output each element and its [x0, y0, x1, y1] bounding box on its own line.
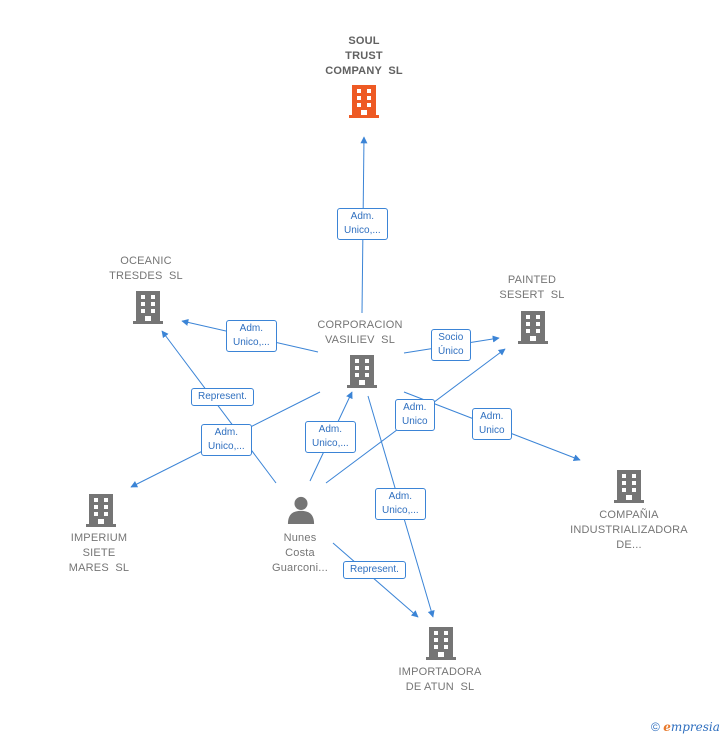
building-icon-soul[interactable]	[349, 85, 379, 118]
node-label-soul[interactable]: SOUL TRUST COMPANY SL	[325, 35, 403, 77]
relation-label-corp-to-oceanic[interactable]: Adm. Unico,...	[226, 320, 277, 352]
relation-label-person-to-importadora[interactable]: Represent.	[343, 561, 406, 579]
relation-label-person-to-painted[interactable]: Adm. Unico	[395, 399, 435, 431]
node-label-painted[interactable]: PAINTED SESERT SL	[499, 274, 565, 301]
building-icon-corp[interactable]	[347, 355, 377, 388]
node-label-corp[interactable]: CORPORACION VASILIEV SL	[317, 319, 403, 346]
brand-logo[interactable]: empresia	[663, 720, 720, 734]
edge-person-to-oceanic	[161, 330, 277, 484]
relation-label-corp-to-painted[interactable]: Socio Único	[431, 329, 471, 361]
building-icon-compania[interactable]	[614, 470, 644, 503]
building-icon-oceanic[interactable]	[133, 291, 163, 324]
person-icon-person[interactable]	[287, 496, 315, 524]
building-icon-painted[interactable]	[518, 311, 548, 344]
node-label-compania[interactable]: COMPAÑIA INDUSTRIALIZADORA DE...	[570, 509, 688, 551]
node-label-importadora[interactable]: IMPORTADORA DE ATUN SL	[398, 666, 482, 693]
building-icon-importadora[interactable]	[426, 627, 456, 660]
relation-label-corp-to-importadora[interactable]: Adm. Unico,...	[375, 488, 426, 520]
node-label-imperium[interactable]: IMPERIUM SIETE MARES SL	[68, 532, 130, 574]
edge-person-to-importadora	[332, 542, 419, 618]
relation-label-corp-to-soul[interactable]: Adm. Unico,...	[337, 208, 388, 240]
copyright-icon: ©	[651, 720, 660, 734]
footer-brand: © empresia	[651, 720, 720, 734]
relation-label-corp-to-compania[interactable]: Adm. Unico	[472, 408, 512, 440]
relation-label-person-to-oceanic[interactable]: Represent.	[191, 388, 254, 406]
relation-label-corp-to-imperium[interactable]: Adm. Unico,...	[201, 424, 252, 456]
node-label-oceanic[interactable]: OCEANIC TRESDES SL	[109, 255, 183, 282]
building-icon-imperium[interactable]	[86, 494, 116, 527]
relation-label-person-to-corp[interactable]: Adm. Unico,...	[305, 421, 356, 453]
node-label-person[interactable]: Nunes Costa Guarconi...	[271, 532, 328, 574]
